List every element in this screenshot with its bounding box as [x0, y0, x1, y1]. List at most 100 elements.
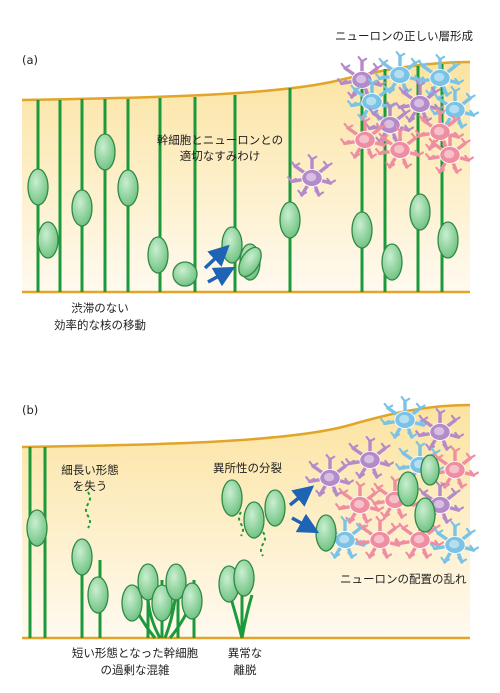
neurite-branch	[377, 506, 385, 512]
neuron-highlight	[399, 414, 410, 424]
neuron-soma	[351, 71, 373, 89]
panel-b-caption-bottom-left-line1: 短い形態となった幹細胞	[71, 646, 199, 660]
neurite-branch	[453, 87, 461, 93]
panel-a-neuron-layer	[287, 50, 480, 197]
neurite-branch	[414, 134, 421, 140]
neurite-branch	[373, 499, 380, 505]
neurite-branch	[343, 517, 351, 523]
neuron-soma	[389, 141, 411, 159]
neurite-branch	[467, 156, 475, 162]
neurite-branch	[421, 416, 429, 422]
neuron-soma	[409, 531, 431, 549]
nucleus	[409, 193, 431, 231]
division-arrow	[291, 513, 320, 534]
neurite-branch	[419, 404, 426, 410]
neurite-branch	[401, 449, 409, 455]
neuron-highlight	[434, 72, 445, 82]
neurite-branch	[365, 518, 373, 524]
neurite-branch	[443, 483, 451, 489]
neurite-branch	[360, 57, 368, 63]
neurite-branch	[443, 558, 451, 564]
neurite-branch	[434, 524, 441, 530]
panel-b-arrows	[288, 485, 320, 534]
panel-b-label: (b)	[22, 403, 39, 417]
radial-fiber	[163, 599, 177, 639]
neuron-soma	[444, 461, 466, 479]
neuron	[375, 50, 425, 94]
nucleus	[94, 133, 116, 171]
neuron-highlight	[389, 494, 400, 504]
migration-arrow	[207, 266, 236, 287]
neurite-branch	[405, 88, 413, 94]
neuron	[340, 115, 390, 159]
neurite-branch	[387, 461, 395, 467]
neurite-branch	[293, 162, 301, 168]
neurite-branch	[454, 416, 461, 422]
panel-b-caption-bottom-left-line2: の過剰な混雑	[100, 663, 170, 677]
neurite-branch	[328, 455, 336, 461]
dotted-fiber-trail	[85, 491, 91, 529]
neuron-soma	[349, 496, 371, 514]
neurite-branch	[410, 433, 418, 439]
nucleus	[279, 201, 301, 239]
neuron-highlight	[374, 534, 385, 544]
neurite-branch	[438, 168, 446, 174]
neurite-branch	[370, 153, 378, 159]
neurite-branch	[333, 553, 341, 559]
nucleus	[238, 246, 262, 278]
neurite-branch	[381, 134, 389, 140]
division-arrow	[288, 485, 315, 507]
neurite-branch	[338, 504, 345, 510]
neurite-branch	[405, 163, 413, 169]
neurite-branch	[453, 522, 461, 528]
neurite-branch	[472, 111, 480, 117]
neurite-branch	[310, 155, 318, 161]
neuron	[430, 445, 480, 489]
neuron-highlight	[449, 539, 460, 549]
radial-fiber	[146, 599, 162, 639]
neurite-branch	[398, 52, 406, 58]
panel-b-nuclei	[26, 454, 440, 622]
neuron-highlight	[354, 499, 365, 509]
neurite-branch	[431, 139, 439, 145]
panel-b-caption-bottom-mid-line2: 離脱	[233, 663, 257, 677]
neuron	[305, 453, 355, 497]
neurite-branch	[353, 153, 361, 159]
neurite-branch	[445, 445, 453, 451]
neurite-branch	[454, 116, 461, 122]
nucleus	[165, 563, 187, 601]
neurite-branch	[428, 445, 436, 451]
neurite-branch	[421, 62, 429, 68]
nucleus	[420, 454, 440, 486]
neurite-branch	[358, 539, 365, 545]
neuron-soma	[359, 451, 381, 469]
panel-a-nuclei	[27, 133, 459, 287]
nucleus	[233, 559, 255, 597]
neurite-branch	[418, 431, 425, 437]
neurite-branch	[408, 117, 416, 123]
neurite-branch	[374, 489, 381, 495]
panel-b-caption-left-line1: 細長い形態	[61, 463, 119, 477]
panel-b-neuron-cluster	[305, 395, 480, 564]
neurite-branch	[384, 444, 391, 450]
panel-b-caption-left-line2: を失う	[72, 479, 108, 493]
neurite-branch	[376, 484, 384, 490]
neuron	[430, 520, 480, 564]
neuron-highlight	[434, 499, 445, 509]
neurite-branch	[388, 102, 396, 108]
neurite-branch	[469, 94, 476, 100]
neurite-branch	[448, 132, 456, 138]
neurite-branch	[363, 117, 371, 123]
neurite-branch	[348, 459, 355, 465]
neurite-branch	[350, 101, 357, 107]
neurite-branch	[351, 444, 359, 450]
neurite-branch	[308, 477, 315, 483]
neurite-branch	[371, 109, 379, 115]
neurite-branch	[457, 506, 465, 512]
neurite-branch	[348, 518, 356, 524]
neurite-branch	[418, 77, 425, 83]
neuron-soma	[429, 123, 451, 141]
neuron	[415, 407, 465, 451]
neuron-highlight	[364, 454, 375, 464]
